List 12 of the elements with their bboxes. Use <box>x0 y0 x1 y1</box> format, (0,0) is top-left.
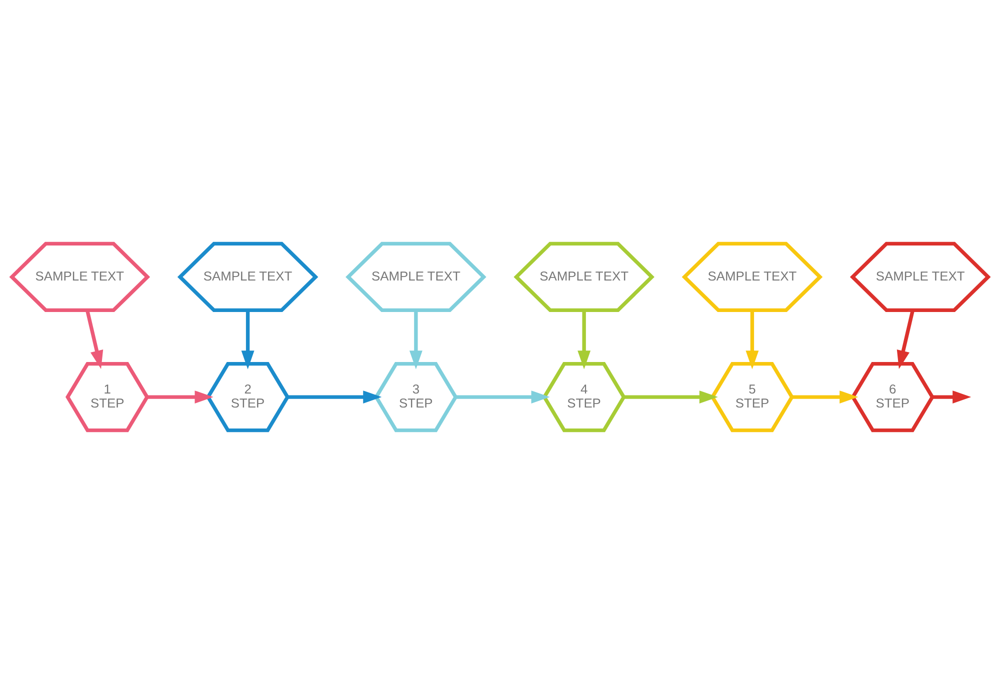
arrow <box>746 310 759 369</box>
arrow <box>932 390 972 404</box>
arrow <box>147 390 214 404</box>
arrow <box>456 390 550 404</box>
arrow <box>578 310 591 369</box>
arrow <box>241 310 254 369</box>
arrow <box>896 310 914 369</box>
arrow <box>624 390 718 404</box>
arrow <box>792 390 858 404</box>
arrow <box>409 310 422 369</box>
arrow <box>288 390 382 404</box>
arrow <box>86 310 104 369</box>
